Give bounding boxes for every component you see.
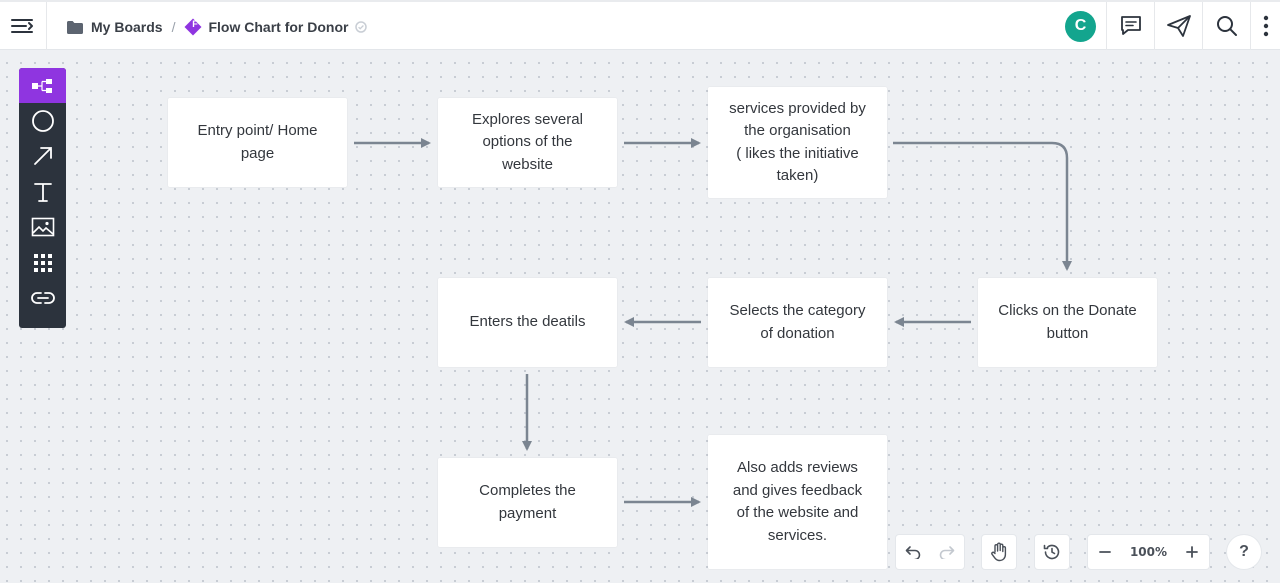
connector-services-to-donate xyxy=(893,141,1072,271)
node-services[interactable]: services provided by the organisation ( … xyxy=(708,87,887,198)
undo-icon xyxy=(905,546,921,559)
history-icon xyxy=(1043,544,1060,560)
node-clicks-donate[interactable]: Clicks on the Donate button xyxy=(978,278,1157,367)
circle-icon xyxy=(31,109,54,132)
redo-button[interactable] xyxy=(930,535,964,569)
top-bar: My Boards / F Flow Chart for Donor C xyxy=(0,0,1280,50)
zoom-out-button[interactable] xyxy=(1088,535,1122,569)
tool-apps[interactable] xyxy=(19,245,66,281)
text-icon xyxy=(33,182,52,202)
breadcrumb-my-boards[interactable]: My Boards xyxy=(91,19,163,35)
sync-status-icon xyxy=(355,21,368,33)
node-entry-point[interactable]: Entry point/ Home page xyxy=(168,98,347,187)
search-icon xyxy=(1216,16,1237,36)
history-group xyxy=(1035,535,1069,569)
zoom-level[interactable]: 100% xyxy=(1129,545,1168,559)
pan-hand-button[interactable] xyxy=(982,535,1016,569)
breadcrumb: My Boards / F Flow Chart for Donor xyxy=(66,16,368,38)
folder-icon xyxy=(66,20,84,35)
node-completes-payment[interactable]: Completes the payment xyxy=(438,458,617,547)
image-icon xyxy=(31,217,54,237)
node-explores-options-text: Explores several options of the website xyxy=(472,110,583,173)
hand-icon xyxy=(991,542,1007,562)
more-options-button[interactable] xyxy=(1250,2,1280,50)
node-enters-details-text: Enters the deatils xyxy=(469,313,586,331)
paper-plane-icon xyxy=(1166,15,1191,37)
tool-flowchart[interactable] xyxy=(19,68,66,103)
more-vertical-icon xyxy=(1263,15,1268,37)
tool-link[interactable] xyxy=(19,281,66,317)
node-adds-reviews[interactable]: Also adds reviews and gives feedback of … xyxy=(708,435,887,569)
comments-button[interactable] xyxy=(1106,2,1154,50)
board-badge-icon xyxy=(184,18,202,36)
minus-icon xyxy=(1098,551,1111,553)
breadcrumb-separator: / xyxy=(171,19,176,35)
arrow-icon xyxy=(33,147,52,166)
avatar[interactable]: C xyxy=(1065,10,1096,42)
tool-image[interactable] xyxy=(19,210,66,246)
node-selects-category[interactable]: Selects the category of donation xyxy=(708,278,887,367)
history-button[interactable] xyxy=(1035,535,1069,569)
node-explores-options[interactable]: Explores several options of the website xyxy=(438,98,617,187)
node-adds-reviews-text: Also adds reviews and gives feedback of … xyxy=(732,459,863,544)
node-enters-details[interactable]: Enters the deatils xyxy=(438,278,617,367)
flowchart-icon xyxy=(31,78,52,93)
menu-toggle-button[interactable] xyxy=(0,2,47,50)
plus-icon xyxy=(1186,546,1199,558)
pan-group xyxy=(982,535,1016,569)
tool-palette xyxy=(19,68,66,328)
share-button[interactable] xyxy=(1154,2,1202,50)
menu-collapse-icon xyxy=(11,19,33,33)
node-clicks-donate-text: Clicks on the Donate button xyxy=(998,302,1137,342)
node-entry-point-text: Entry point/ Home page xyxy=(197,122,318,162)
tool-shape[interactable] xyxy=(19,103,66,139)
grid-icon xyxy=(33,253,52,272)
tool-text[interactable] xyxy=(19,174,66,210)
node-selects-category-text: Selects the category of donation xyxy=(729,302,866,342)
undo-button[interactable] xyxy=(896,535,930,569)
node-services-text: services provided by the organisation ( … xyxy=(729,99,866,185)
link-icon xyxy=(30,292,55,305)
board-badge-letter: F xyxy=(192,19,198,29)
undo-redo-group xyxy=(896,535,964,569)
board-title[interactable]: Flow Chart for Donor xyxy=(208,19,349,35)
search-button[interactable] xyxy=(1202,2,1250,50)
tool-connector[interactable] xyxy=(19,139,66,175)
comment-icon xyxy=(1120,16,1141,35)
zoom-in-button[interactable] xyxy=(1175,535,1209,569)
zoom-group: 100% xyxy=(1088,535,1209,569)
node-completes-payment-text: Completes the payment xyxy=(479,482,576,522)
help-button[interactable]: ? xyxy=(1227,535,1261,569)
top-actions: C xyxy=(1065,2,1280,50)
redo-icon xyxy=(939,546,955,559)
